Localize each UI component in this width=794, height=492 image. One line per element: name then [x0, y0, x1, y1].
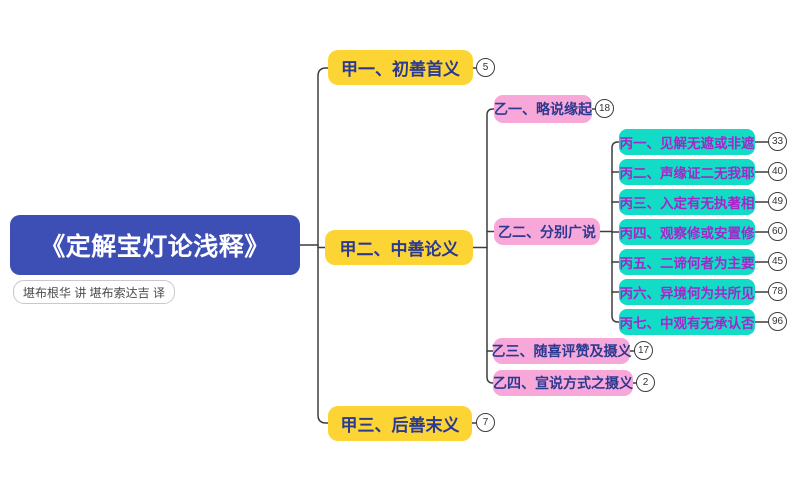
- badge-number: 45: [771, 256, 784, 267]
- badge-number: 33: [771, 136, 784, 147]
- branch-node-bing2[interactable]: 丙二、声缘证二无我耶: [619, 159, 755, 185]
- badge-number: 60: [771, 226, 784, 237]
- branch-node-bing1[interactable]: 丙一、见解无遮或非遮: [619, 129, 755, 155]
- count-badge-bing6[interactable]: 78: [768, 282, 787, 301]
- node-label: 甲三、后善末义: [340, 416, 460, 435]
- badge-number: 96: [771, 316, 784, 327]
- node-label: 丙七、中观有无承认否: [619, 316, 755, 331]
- node-label: 丙三、入定有无执著相: [619, 196, 755, 211]
- count-badge-bing2[interactable]: 40: [768, 162, 787, 181]
- badge-number: 2: [642, 377, 649, 388]
- root-node[interactable]: 《定解宝灯论浅释》: [10, 215, 300, 275]
- node-label: 丙二、声缘证二无我耶: [619, 166, 755, 181]
- badge-number: 78: [771, 286, 784, 297]
- badge-number: 18: [598, 103, 611, 114]
- count-badge-bing4[interactable]: 60: [768, 222, 787, 241]
- node-label: 乙一、略说缘起: [494, 101, 592, 117]
- node-label: 丙一、见解无遮或非遮: [619, 136, 755, 151]
- branch-node-yi3[interactable]: 乙三、随喜评赞及摄义: [491, 338, 632, 364]
- count-badge-yi4[interactable]: 2: [636, 373, 655, 392]
- badge-number: 5: [482, 62, 489, 73]
- count-badge-bing3[interactable]: 49: [768, 192, 787, 211]
- badge-number: 49: [771, 196, 784, 207]
- node-label: 丙四、观察修或安置修: [619, 226, 755, 241]
- branch-node-bing6[interactable]: 丙六、异境何为共所见: [619, 279, 755, 305]
- badge-number: 17: [637, 345, 650, 356]
- branch-node-jia2[interactable]: 甲二、中善论义: [325, 230, 473, 265]
- branch-node-bing7[interactable]: 丙七、中观有无承认否: [619, 309, 755, 335]
- branch-node-jia1[interactable]: 甲一、初善首义: [328, 50, 473, 85]
- node-label: 丙五、二谛何者为主要: [619, 256, 755, 271]
- node-label: 乙三、随喜评赞及摄义: [491, 343, 632, 359]
- branch-node-bing5[interactable]: 丙五、二谛何者为主要: [619, 249, 755, 275]
- count-badge-jia1[interactable]: 5: [476, 58, 495, 77]
- node-label: 丙六、异境何为共所见: [619, 286, 755, 301]
- node-label: 乙二、分别广说: [498, 223, 596, 240]
- count-badge-yi3[interactable]: 17: [634, 341, 653, 360]
- branch-node-yi4[interactable]: 乙四、宣说方式之摄义: [493, 370, 633, 396]
- root-subtitle-label: 堪布根华 讲 堪布索达吉 译: [23, 285, 166, 300]
- count-badge-bing5[interactable]: 45: [768, 252, 787, 271]
- node-label: 甲二、中善论义: [339, 240, 459, 259]
- node-label: 甲一、初善首义: [341, 60, 460, 79]
- count-badge-yi1[interactable]: 18: [595, 99, 614, 118]
- branch-node-bing3[interactable]: 丙三、入定有无执著相: [619, 189, 755, 215]
- branch-node-jia3[interactable]: 甲三、后善末义: [328, 406, 472, 441]
- node-label: 乙四、宣说方式之摄义: [493, 375, 633, 391]
- count-badge-bing7[interactable]: 96: [768, 312, 787, 331]
- branch-node-bing4[interactable]: 丙四、观察修或安置修: [619, 219, 755, 245]
- root-title: 《定解宝灯论浅释》: [40, 233, 270, 261]
- badge-number: 40: [771, 166, 784, 177]
- badge-number: 7: [482, 417, 489, 428]
- count-badge-bing1[interactable]: 33: [768, 132, 787, 151]
- branch-node-yi2[interactable]: 乙二、分别广说: [494, 218, 600, 245]
- count-badge-jia3[interactable]: 7: [476, 413, 495, 432]
- root-subtitle: 堪布根华 讲 堪布索达吉 译: [13, 280, 176, 304]
- branch-node-yi1[interactable]: 乙一、略说缘起: [494, 95, 592, 123]
